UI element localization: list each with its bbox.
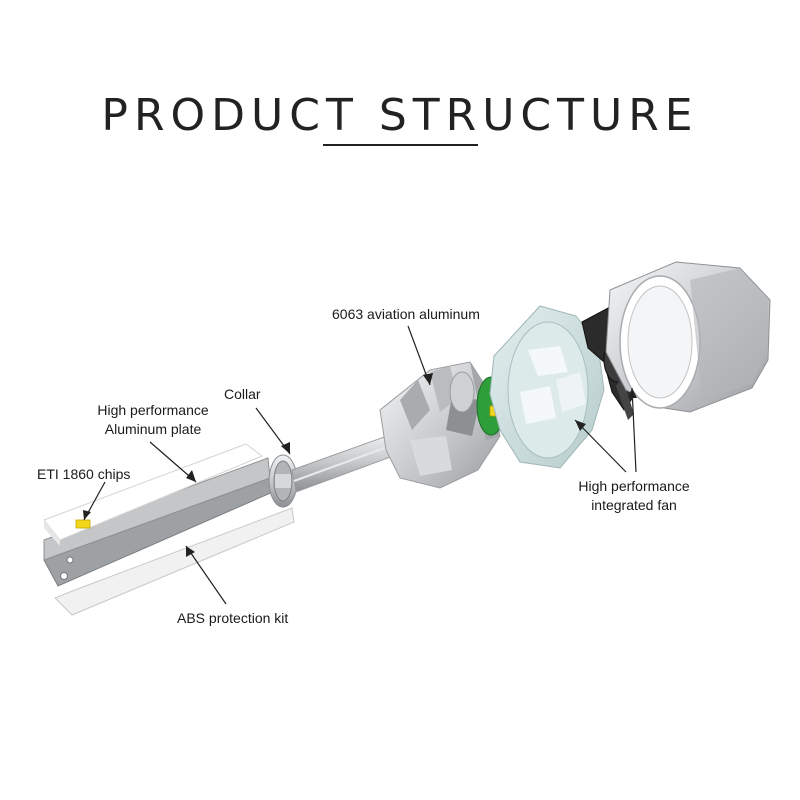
label-chips: ETI 1860 chips (37, 466, 131, 482)
label-abs: ABS protection kit (177, 610, 289, 626)
page-title: PRODUCT STRUCTURE (101, 90, 699, 141)
label-aluminum: 6063 aviation aluminum (332, 306, 480, 322)
led-chip (75, 519, 91, 529)
integrated-fan (489, 305, 605, 469)
abs-protection-kit (54, 507, 295, 616)
outer-shell (605, 261, 771, 413)
label-plate-line2: Aluminum plate (104, 421, 202, 437)
leader-arrowheads (83, 373, 637, 557)
leader-fan-blade (631, 387, 637, 473)
label-plate-line1: High performance (97, 402, 209, 418)
aluminum-plate (43, 457, 283, 587)
chip-board (43, 443, 264, 546)
leader-fan-body (574, 419, 627, 473)
leader-abs (185, 545, 227, 605)
title-underline (323, 144, 478, 146)
label-integrated-fan: High performance integrated fan (566, 477, 702, 515)
label-collar: Collar (224, 386, 261, 402)
collar (268, 454, 298, 508)
label-fan-line2: integrated fan (591, 497, 677, 513)
label-aluminum-plate: High performance Aluminum plate (86, 401, 220, 439)
label-fan-line1: High performance (578, 478, 690, 494)
